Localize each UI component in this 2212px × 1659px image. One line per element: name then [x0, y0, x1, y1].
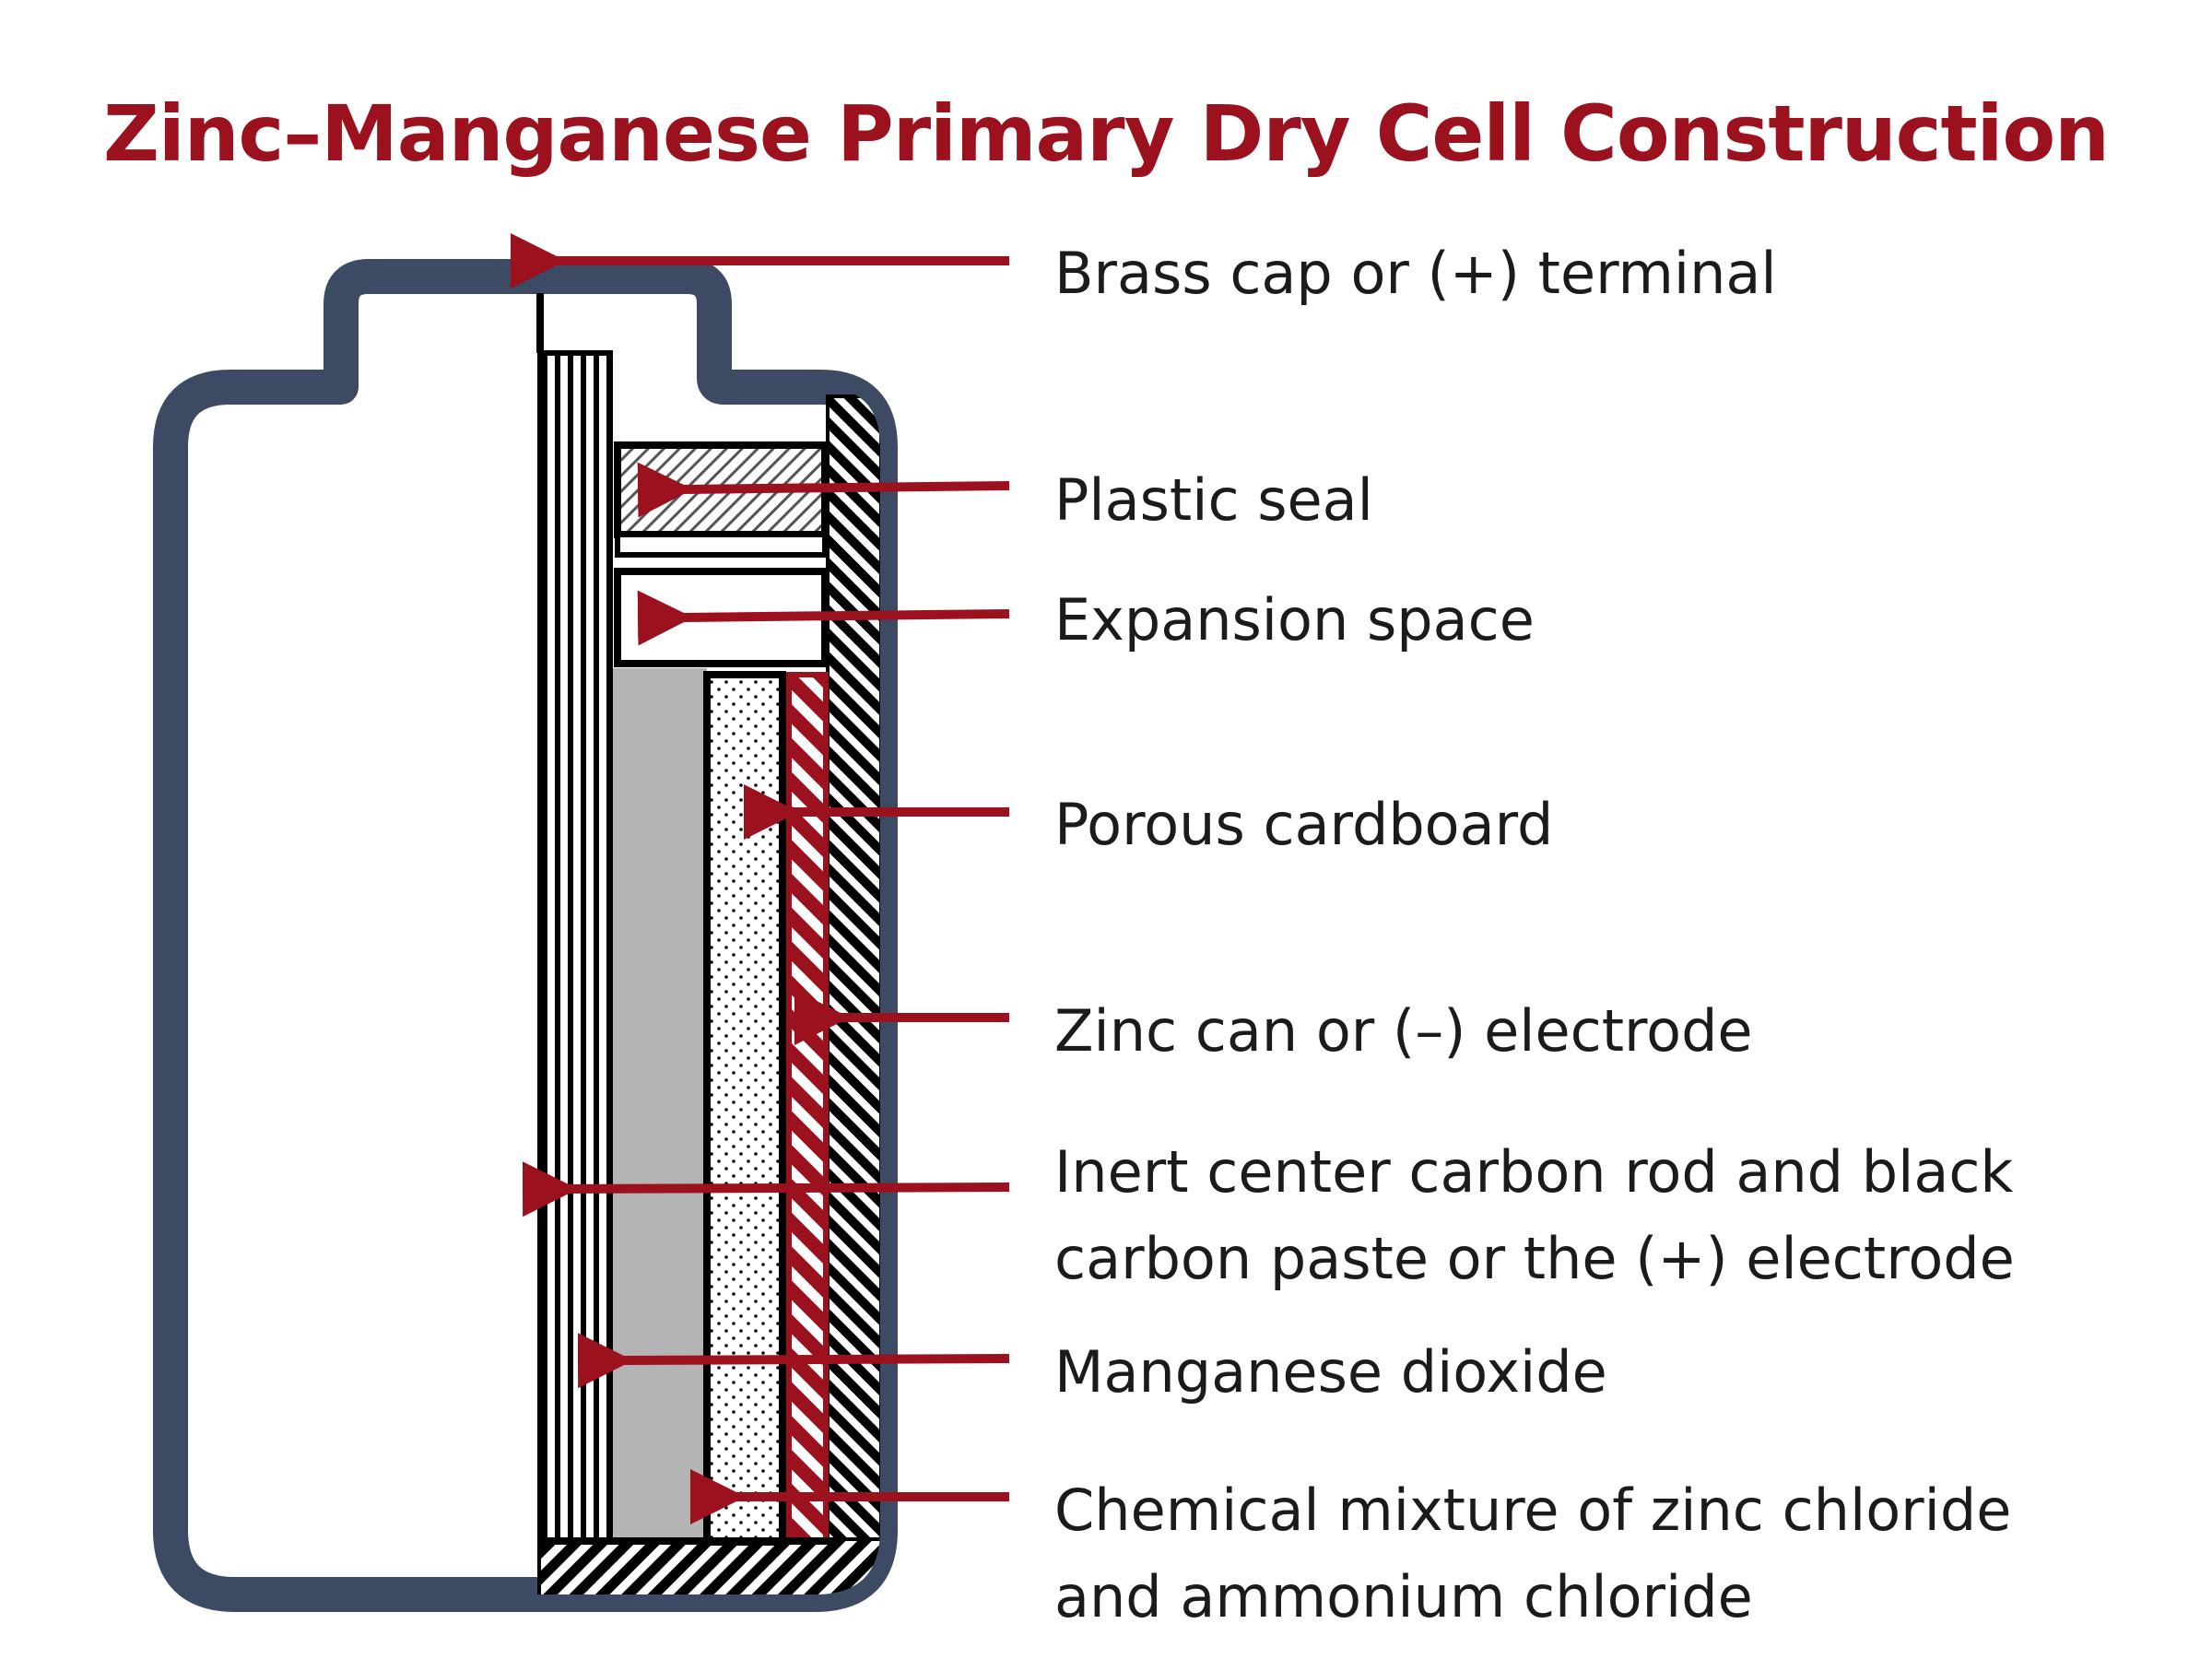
label-carbon-rod-line-2: carbon paste or the (+) electrode [1054, 1225, 2015, 1292]
label-chemical-mixture: Chemical mixture of zinc chloride and am… [1054, 1467, 2011, 1641]
label-manganese-dioxide-line-1: Manganese dioxide [1054, 1338, 1607, 1406]
label-zinc-can: Zinc can or (–) electrode [1054, 988, 1753, 1075]
label-carbon-rod: Inert center carbon rod and black carbon… [1054, 1129, 2015, 1302]
zinc-can-wall [826, 394, 880, 1550]
porous-cardboard [786, 672, 829, 1545]
leader-arrows [511, 233, 1010, 1524]
seal-gap [615, 532, 828, 558]
arrow-manganese-dioxide [577, 1333, 1010, 1389]
label-expansion-space: Expansion space [1054, 577, 1535, 664]
arrow-plastic-seal [637, 462, 1010, 518]
label-zinc-can-line-1: Zinc can or (–) electrode [1054, 997, 1753, 1065]
diagram-title: Zinc–Manganese Primary Dry Cell Construc… [103, 88, 2110, 179]
label-porous-cardboard: Porous cardboard [1054, 782, 1553, 868]
label-carbon-rod-line-1: Inert center carbon rod and black [1054, 1138, 2014, 1206]
label-chemical-mixture-line-1: Chemical mixture of zinc chloride [1054, 1477, 2012, 1544]
label-manganese-dioxide: Manganese dioxide [1054, 1329, 1607, 1416]
chemical-mixture [703, 671, 786, 1546]
label-brass-cap-line-1: Brass cap or (+) terminal [1054, 240, 1777, 307]
label-brass-cap: Brass cap or (+) terminal [1054, 230, 1777, 317]
label-porous-cardboard-line-1: Porous cardboard [1054, 791, 1554, 858]
arrow-expansion-space [637, 590, 1010, 646]
carbon-rod [537, 350, 613, 1545]
label-plastic-seal: Plastic seal [1054, 457, 1373, 544]
manganese-dioxide [613, 668, 707, 1542]
arrow-carbon-rod [522, 1161, 1010, 1218]
label-expansion-space-line-1: Expansion space [1054, 586, 1535, 653]
label-chemical-mixture-line-2: and ammonium chloride [1054, 1563, 1753, 1630]
base-edge [540, 1537, 835, 1545]
label-plastic-seal-line-1: Plastic seal [1054, 466, 1373, 534]
